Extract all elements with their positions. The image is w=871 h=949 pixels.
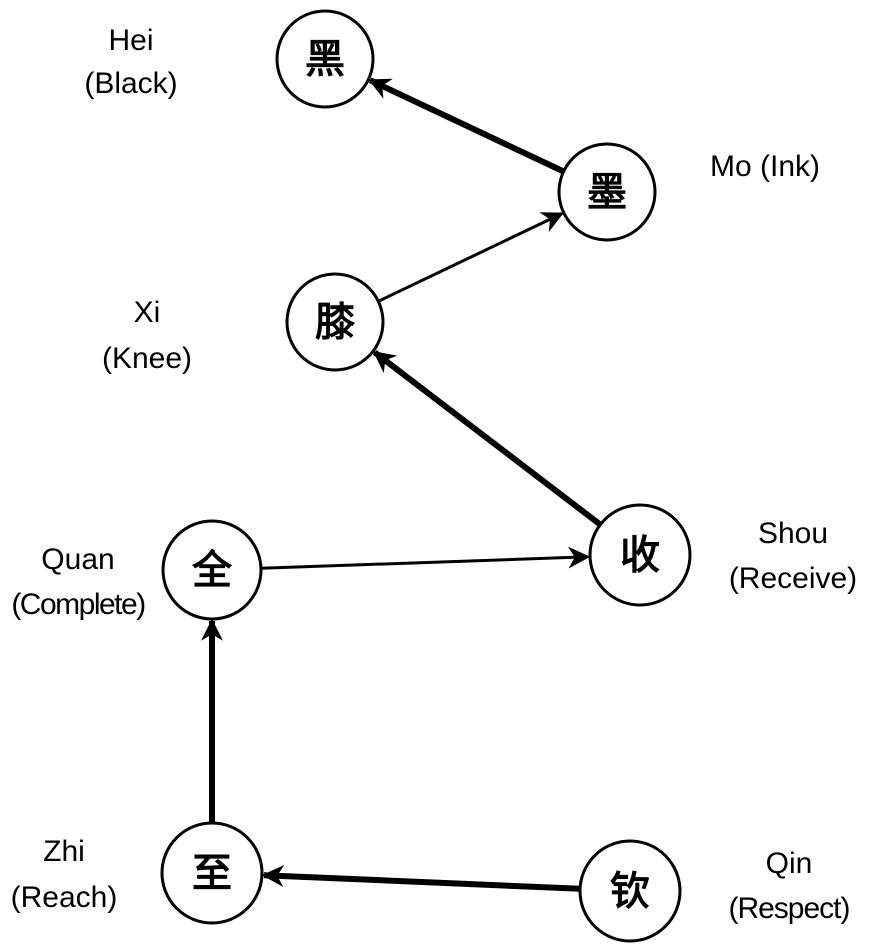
node-zhi: 至 bbox=[160, 821, 264, 925]
label-zhi-gloss: (Reach) bbox=[11, 881, 118, 914]
label-xi-name: Xi bbox=[134, 296, 161, 329]
node-qin: 钦 bbox=[578, 839, 682, 943]
node-circle bbox=[160, 821, 264, 925]
node-circle bbox=[161, 519, 263, 621]
node-mo: 墨 bbox=[557, 142, 657, 242]
character-glyph: 收 bbox=[620, 532, 660, 579]
node-xi: 膝 bbox=[285, 272, 385, 372]
node-circle bbox=[588, 503, 692, 607]
edge-xi-to-mo bbox=[377, 212, 564, 303]
edges-layer bbox=[201, 77, 603, 892]
node-quan: 全 bbox=[161, 519, 263, 621]
label-mo-name: Mo (Ink) bbox=[710, 150, 820, 183]
label-quan-gloss: (Complete) bbox=[11, 588, 145, 621]
node-circle bbox=[285, 272, 385, 372]
labels-layer: Hei (Black) Mo (Ink) Xi (Knee) Shou (Rec… bbox=[11, 24, 858, 925]
character-glyph: 至 bbox=[192, 850, 232, 897]
label-zhi-name: Zhi bbox=[43, 835, 85, 868]
edge-qin-to-zhi bbox=[261, 865, 581, 892]
label-qin-gloss: (Respect) bbox=[728, 892, 849, 925]
edge-mo-to-hei bbox=[368, 77, 565, 175]
node-circle bbox=[578, 839, 682, 943]
node-circle bbox=[557, 142, 657, 242]
label-quan-name: Quan bbox=[41, 543, 114, 576]
node-circle bbox=[275, 9, 375, 109]
label-qin-name: Qin bbox=[766, 847, 813, 880]
nodes-layer: 黑 墨 膝 收 全 至 钦 bbox=[160, 9, 692, 943]
label-shou-gloss: (Receive) bbox=[729, 562, 857, 595]
character-glyph: 墨 bbox=[587, 169, 627, 216]
label-xi-gloss: (Knee) bbox=[102, 342, 192, 375]
node-shou: 收 bbox=[588, 503, 692, 607]
node-hei: 黑 bbox=[275, 9, 375, 109]
character-glyph: 黑 bbox=[305, 36, 345, 83]
label-hei-gloss: (Black) bbox=[84, 67, 177, 100]
label-shou-name: Shou bbox=[758, 517, 828, 550]
edge-shou-to-xi bbox=[372, 350, 603, 527]
character-glyph: 钦 bbox=[610, 868, 650, 915]
label-hei-name: Hei bbox=[108, 24, 153, 57]
edge-quan-to-shou bbox=[260, 546, 591, 570]
character-glyph: 膝 bbox=[315, 299, 356, 346]
character-glyph: 全 bbox=[191, 547, 233, 594]
